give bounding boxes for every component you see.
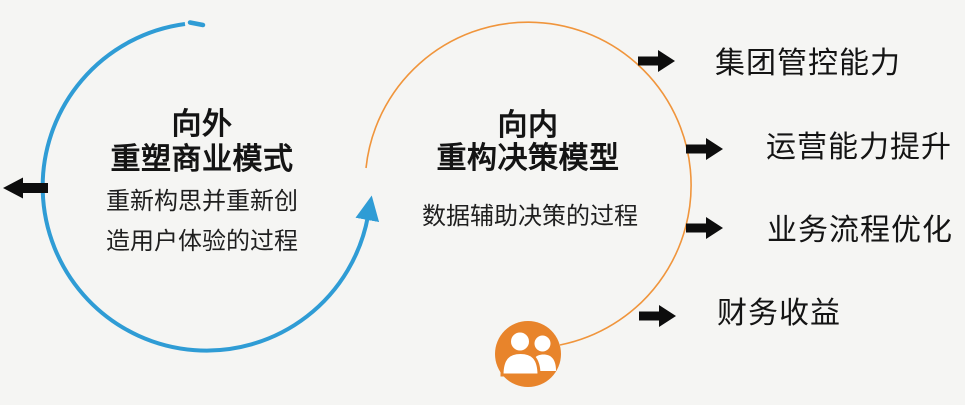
inward-circle-description: 数据辅助决策的过程: [422, 203, 638, 230]
person-front-body: [500, 350, 541, 377]
orange-circle: [365, 21, 692, 346]
outward-title-line1: 向外: [171, 108, 233, 141]
person-back-head: [534, 335, 551, 352]
outward-desc-line1: 重新构思并重新创: [106, 188, 298, 215]
person-front-head: [508, 329, 532, 354]
outcome-label-finance: 财务收益: [717, 297, 841, 330]
inward-circle-title: 向内 重构决策模型: [386, 109, 670, 175]
outward-title-line2: 重塑商业模式: [110, 143, 294, 176]
right-arrow-icon: [686, 138, 723, 160]
right-arrow-icon: [638, 50, 675, 72]
people-icon: [495, 321, 561, 387]
outward-circle-description: 重新构思并重新创 造用户体验的过程: [60, 182, 344, 262]
left-arrow-icon: [3, 177, 48, 199]
outcome-label-operations: 运营能力提升: [766, 131, 952, 164]
circular-arrow-icon: [40, 22, 380, 353]
inward-title-line2: 重构决策模型: [436, 142, 620, 175]
outcome-label-process: 业务流程优化: [767, 214, 953, 247]
blue-circle-dash: [187, 20, 206, 28]
outcome-label-group-control: 集团管控能力: [715, 47, 901, 80]
right-arrow-icon: [639, 305, 676, 327]
outward-desc-line2: 造用户体验的过程: [106, 228, 298, 255]
inward-title-line1: 向内: [497, 109, 559, 142]
outward-circle-title: 向外 重塑商业模式: [60, 107, 344, 177]
right-arrow-icon: [686, 217, 723, 239]
